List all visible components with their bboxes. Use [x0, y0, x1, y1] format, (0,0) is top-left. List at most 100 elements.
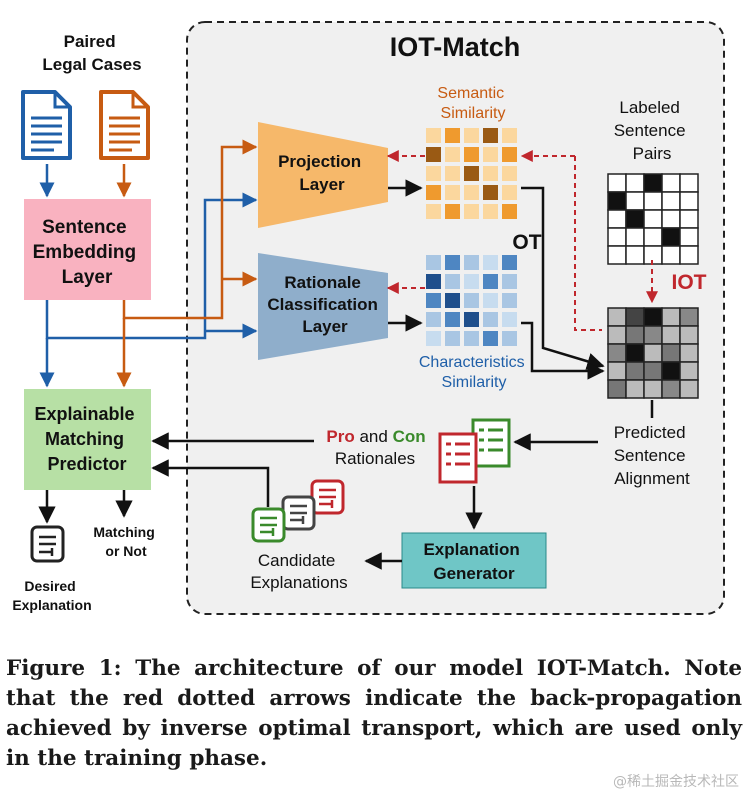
matrix-cell — [661, 245, 681, 265]
characteristics-similarity-matrix — [426, 255, 517, 346]
matrix-cell — [679, 227, 699, 247]
matrix-cell — [679, 209, 699, 229]
matrix-cell — [679, 245, 699, 265]
matrix-cell — [625, 173, 645, 193]
matrix-cell — [643, 173, 663, 193]
matrix-cell — [607, 325, 627, 345]
matrix-cell — [643, 209, 663, 229]
matrix-cell — [679, 191, 699, 211]
matching-predictor-label: Explainable Matching Predictor — [34, 404, 139, 474]
matrix-cell — [643, 343, 663, 363]
pro-con-label: Pro and Con — [326, 427, 425, 446]
matrix-cell — [661, 307, 681, 327]
matrix-cell — [502, 293, 517, 308]
matrix-cell — [483, 166, 498, 181]
matrix-cell — [445, 185, 460, 200]
matrix-cell — [607, 191, 627, 211]
matrix-cell — [607, 379, 627, 399]
matrix-cell — [625, 379, 645, 399]
matrix-cell — [426, 128, 441, 143]
matrix-cell — [426, 147, 441, 162]
matrix-cell — [625, 361, 645, 381]
matrix-cell — [607, 307, 627, 327]
sentence-embedding-layer — [24, 199, 151, 300]
rationale-layer-label: Rationale Classification Layer — [267, 273, 382, 336]
matrix-cell — [625, 325, 645, 345]
explanation-generator-label: Explanation Generator — [423, 540, 524, 583]
legal-case-document-icon-orange — [99, 90, 150, 160]
matrix-cell — [661, 343, 681, 363]
matrix-cell — [502, 166, 517, 181]
matrix-cell — [502, 255, 517, 270]
matrix-cell — [426, 274, 441, 289]
matrix-cell — [502, 204, 517, 219]
watermark: @稀土掘金技术社区 — [613, 774, 739, 790]
matrix-cell — [502, 312, 517, 327]
matrix-cell — [464, 255, 479, 270]
matrix-cell — [661, 361, 681, 381]
matrix-cell — [607, 343, 627, 363]
matrix-cell — [502, 274, 517, 289]
matrix-cell — [661, 209, 681, 229]
matrix-cell — [607, 227, 627, 247]
matrix-cell — [625, 307, 645, 327]
rationales-label: Rationales — [335, 449, 415, 468]
matrix-cell — [483, 204, 498, 219]
matrix-cell — [625, 245, 645, 265]
matrix-cell — [679, 379, 699, 399]
matrix-cell — [483, 274, 498, 289]
matrix-cell — [625, 343, 645, 363]
matrix-cell — [445, 312, 460, 327]
matrix-cell — [426, 331, 441, 346]
matching-or-not-label: Matching or Not — [93, 524, 158, 559]
pro-con-rationales-icon — [438, 418, 511, 484]
projection-layer-label: Projection Layer — [278, 152, 366, 194]
matrix-cell — [464, 166, 479, 181]
matrix-cell — [464, 293, 479, 308]
matrix-cell — [483, 128, 498, 143]
iot-label: IOT — [672, 271, 707, 294]
matrix-cell — [464, 185, 479, 200]
semantic-similarity-label: Semantic Similarity — [437, 85, 508, 122]
architecture-diagram: IOT-Match Paired Legal Cases Sentence Em… — [12, 21, 725, 615]
semantic-similarity-matrix — [426, 128, 517, 219]
matrix-cell — [661, 325, 681, 345]
matrix-cell — [607, 209, 627, 229]
matrix-cell — [643, 325, 663, 345]
sentence-embedding-label: Sentence Embedding Layer — [33, 217, 142, 288]
matrix-cell — [445, 274, 460, 289]
matrix-cell — [464, 147, 479, 162]
matrix-cell — [426, 166, 441, 181]
matrix-cell — [679, 325, 699, 345]
rationale-classification-layer — [258, 253, 388, 360]
ot-label: OT — [512, 231, 541, 254]
matrix-cell — [464, 274, 479, 289]
matrix-cell — [483, 147, 498, 162]
projection-layer — [258, 122, 388, 228]
matrix-cell — [679, 173, 699, 193]
characteristics-similarity-label: Characteristics Similarity — [419, 354, 529, 391]
matrix-cell — [426, 312, 441, 327]
matrix-cell — [502, 185, 517, 200]
matrix-cell — [502, 331, 517, 346]
predicted-alignment-label: Predicted Sentence Alignment — [614, 423, 691, 488]
candidate-explanations-label: Candidate Explanations — [250, 551, 347, 592]
matrix-cell — [607, 245, 627, 265]
matrix-cell — [483, 185, 498, 200]
matrix-cell — [502, 147, 517, 162]
matrix-cell — [464, 128, 479, 143]
candidate-explanations-icons — [251, 479, 345, 543]
matrix-cell — [625, 191, 645, 211]
labeled-pairs-label: Labeled Sentence Pairs — [614, 98, 691, 163]
legal-case-document-icon-blue — [21, 90, 72, 160]
matrix-cell — [426, 185, 441, 200]
matrix-cell — [643, 379, 663, 399]
matrix-cell — [445, 147, 460, 162]
matrix-cell — [483, 255, 498, 270]
matrix-cell — [643, 361, 663, 381]
labeled-pairs-matrix — [607, 173, 699, 265]
matrix-cell — [643, 191, 663, 211]
matrix-cell — [502, 128, 517, 143]
matrix-cell — [483, 312, 498, 327]
matrix-cell — [483, 293, 498, 308]
